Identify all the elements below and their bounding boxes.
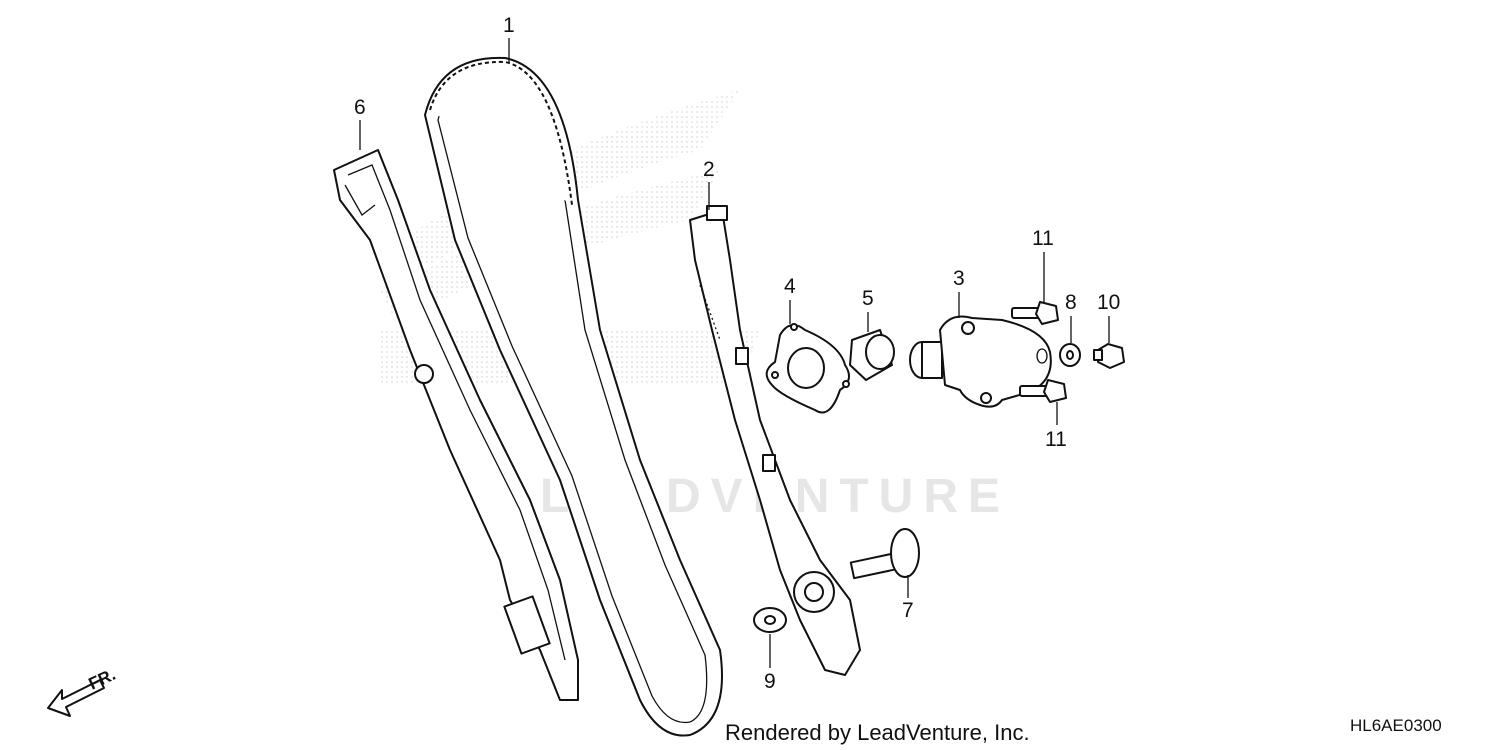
part-9-washer[interactable] bbox=[753, 607, 787, 633]
callout-4: 4 bbox=[784, 275, 796, 324]
part-1-cam-chain[interactable] bbox=[424, 56, 723, 737]
callout-5: 5 bbox=[862, 287, 874, 332]
diagram-code: HL6AE0300 bbox=[1350, 716, 1442, 735]
svg-text:3: 3 bbox=[953, 267, 965, 290]
part-4-gasket[interactable] bbox=[765, 323, 850, 414]
svg-text:8: 8 bbox=[1065, 291, 1077, 314]
svg-text:1: 1 bbox=[503, 14, 515, 37]
part-11-bolt-lower[interactable] bbox=[1019, 379, 1067, 403]
svg-text:9: 9 bbox=[764, 670, 776, 693]
footer-credit: Rendered by LeadVenture, Inc. bbox=[725, 720, 1030, 745]
svg-text:5: 5 bbox=[862, 287, 874, 310]
svg-text:11: 11 bbox=[1032, 227, 1054, 250]
svg-text:10: 10 bbox=[1097, 291, 1120, 314]
part-3-tensioner-lifter[interactable] bbox=[909, 315, 1052, 408]
callout-1: 1 bbox=[503, 14, 515, 62]
svg-text:7: 7 bbox=[902, 599, 914, 622]
front-direction-arrow: FR. bbox=[47, 665, 119, 717]
callout-7: 7 bbox=[902, 575, 914, 622]
callout-10: 10 bbox=[1097, 291, 1120, 343]
part-7-pivot-bolt[interactable] bbox=[849, 528, 920, 580]
svg-text:2: 2 bbox=[703, 158, 715, 181]
callout-3: 3 bbox=[953, 267, 965, 318]
callout-11-upper: 11 bbox=[1032, 227, 1054, 302]
part-6-chain-guide[interactable] bbox=[333, 149, 579, 701]
callout-11-lower: 11 bbox=[1045, 402, 1067, 451]
callout-9: 9 bbox=[764, 634, 776, 693]
part-5-spacer[interactable] bbox=[849, 329, 895, 381]
part-11-bolt-upper[interactable] bbox=[1011, 301, 1059, 325]
svg-text:11: 11 bbox=[1045, 428, 1067, 451]
part-8-washer[interactable] bbox=[1059, 343, 1081, 367]
svg-text:4: 4 bbox=[784, 275, 796, 298]
part-10-sealing-bolt[interactable] bbox=[1093, 343, 1125, 369]
callout-2: 2 bbox=[703, 158, 715, 210]
part-2-tensioner-arm[interactable] bbox=[689, 205, 861, 676]
callout-6: 6 bbox=[354, 96, 366, 150]
svg-text:6: 6 bbox=[354, 96, 366, 119]
callout-8: 8 bbox=[1065, 291, 1077, 343]
